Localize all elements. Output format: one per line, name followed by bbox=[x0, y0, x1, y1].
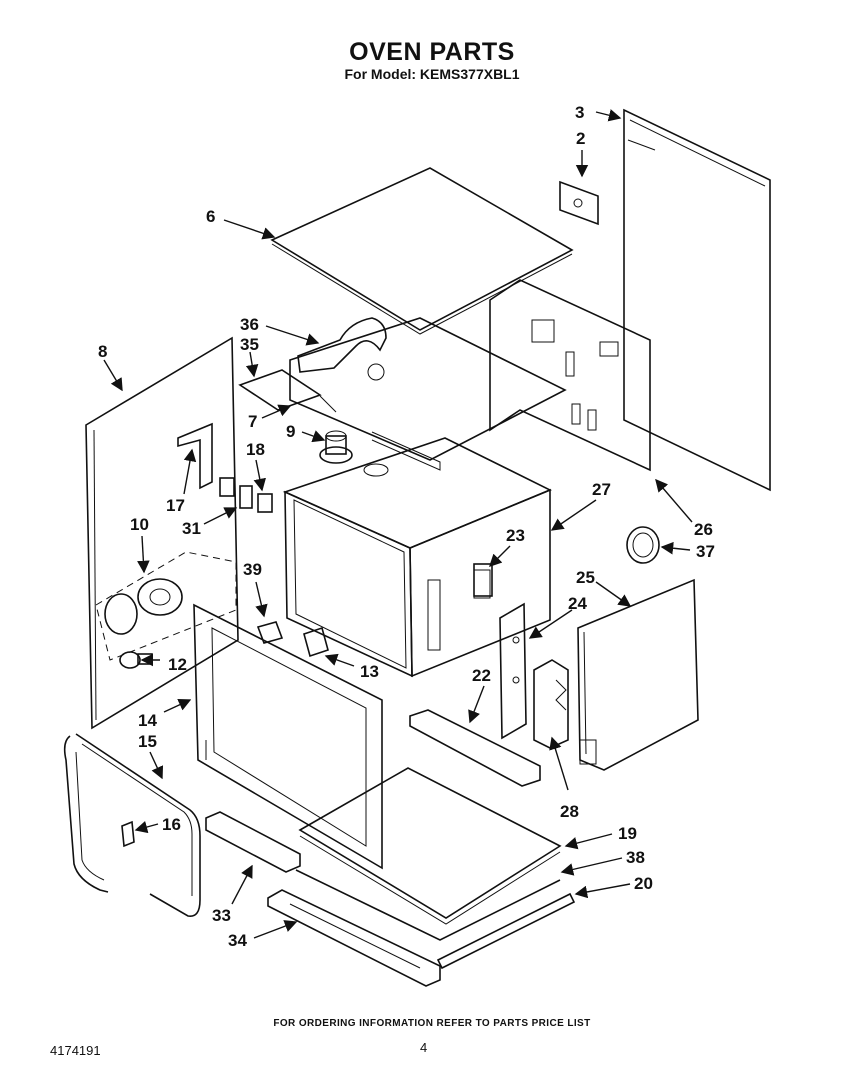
page-number: 4 bbox=[420, 1040, 428, 1055]
part-25-right-side-panel bbox=[577, 578, 699, 771]
callout-10: 10 bbox=[130, 515, 149, 534]
part-38-strip bbox=[295, 869, 561, 941]
part-24-side-bracket bbox=[499, 602, 527, 740]
callout-3: 3 bbox=[575, 103, 584, 122]
part-22-bottom-support bbox=[409, 709, 541, 787]
part-28-latch bbox=[533, 659, 569, 749]
callout-7: 7 bbox=[248, 412, 257, 431]
callout-35: 35 bbox=[240, 335, 259, 354]
callout-17: 17 bbox=[166, 496, 185, 515]
callout-19: 19 bbox=[618, 824, 637, 843]
callout-27: 27 bbox=[592, 480, 611, 499]
callout-24: 24 bbox=[568, 594, 587, 613]
part-20-strip bbox=[436, 892, 576, 970]
callout-37: 37 bbox=[696, 542, 715, 561]
callout-20: 20 bbox=[634, 874, 653, 893]
part-36-duct bbox=[297, 317, 387, 373]
callout-34: 34 bbox=[228, 931, 247, 950]
part-18-switch bbox=[219, 477, 273, 513]
callout-39: 39 bbox=[243, 560, 262, 579]
part-15-gasket bbox=[63, 733, 201, 917]
part-9-fan-motor bbox=[319, 430, 353, 464]
part-7-top-cover bbox=[289, 317, 567, 471]
callout-28: 28 bbox=[560, 802, 579, 821]
callout-6: 6 bbox=[206, 207, 215, 226]
callout-31: 31 bbox=[182, 519, 201, 538]
part-34-vent-grille bbox=[267, 889, 441, 987]
part-8-left-side-panel bbox=[85, 336, 239, 730]
part-23-plate bbox=[473, 563, 493, 597]
part-6-top-panel bbox=[270, 167, 574, 335]
part-17-bracket bbox=[177, 422, 213, 490]
leader-lines bbox=[103, 109, 693, 939]
callout-33: 33 bbox=[212, 906, 231, 925]
callout-22: 22 bbox=[472, 666, 491, 685]
part-35-bracket-plate bbox=[238, 369, 337, 413]
callout-8: 8 bbox=[98, 342, 107, 361]
part-3-rear-wall-panel bbox=[623, 108, 771, 492]
part-37-ring bbox=[626, 526, 660, 564]
part-26-back-wall bbox=[489, 279, 651, 472]
part-16-fastener bbox=[121, 820, 135, 848]
callout-23: 23 bbox=[506, 526, 525, 545]
model-subtitle: For Model: KEMS377XBL1 bbox=[344, 66, 520, 82]
callout-36: 36 bbox=[240, 315, 259, 334]
part-39-clip bbox=[256, 621, 284, 644]
part-2-bracket bbox=[559, 180, 599, 226]
callout-15: 15 bbox=[138, 732, 157, 751]
part-33-panel bbox=[205, 811, 301, 873]
callout-16: 16 bbox=[162, 815, 181, 834]
callout-26: 26 bbox=[694, 520, 713, 539]
part-19-bottom-panel bbox=[298, 767, 562, 925]
ordering-note: FOR ORDERING INFORMATION REFER TO PARTS … bbox=[273, 1018, 591, 1029]
callout-14: 14 bbox=[138, 711, 157, 730]
callout-12: 12 bbox=[168, 655, 187, 674]
callout-labels: 3 2 6 36 35 8 7 9 18 17 31 10 39 12 13 1… bbox=[98, 103, 715, 950]
callout-2: 2 bbox=[576, 129, 585, 148]
part-27-oven-cavity bbox=[282, 437, 552, 678]
callout-9: 9 bbox=[286, 422, 295, 441]
document-number: 4174191 bbox=[50, 1043, 101, 1058]
part-14-front-frame bbox=[193, 603, 383, 870]
part-13-clip bbox=[303, 626, 329, 658]
part-31-switch bbox=[239, 485, 253, 509]
callout-38: 38 bbox=[626, 848, 645, 867]
callout-25: 25 bbox=[576, 568, 595, 587]
diagram-title: OVEN PARTS bbox=[349, 38, 515, 66]
callout-13: 13 bbox=[360, 662, 379, 681]
part-10-light-assembly bbox=[95, 551, 237, 661]
callout-18: 18 bbox=[246, 440, 265, 459]
